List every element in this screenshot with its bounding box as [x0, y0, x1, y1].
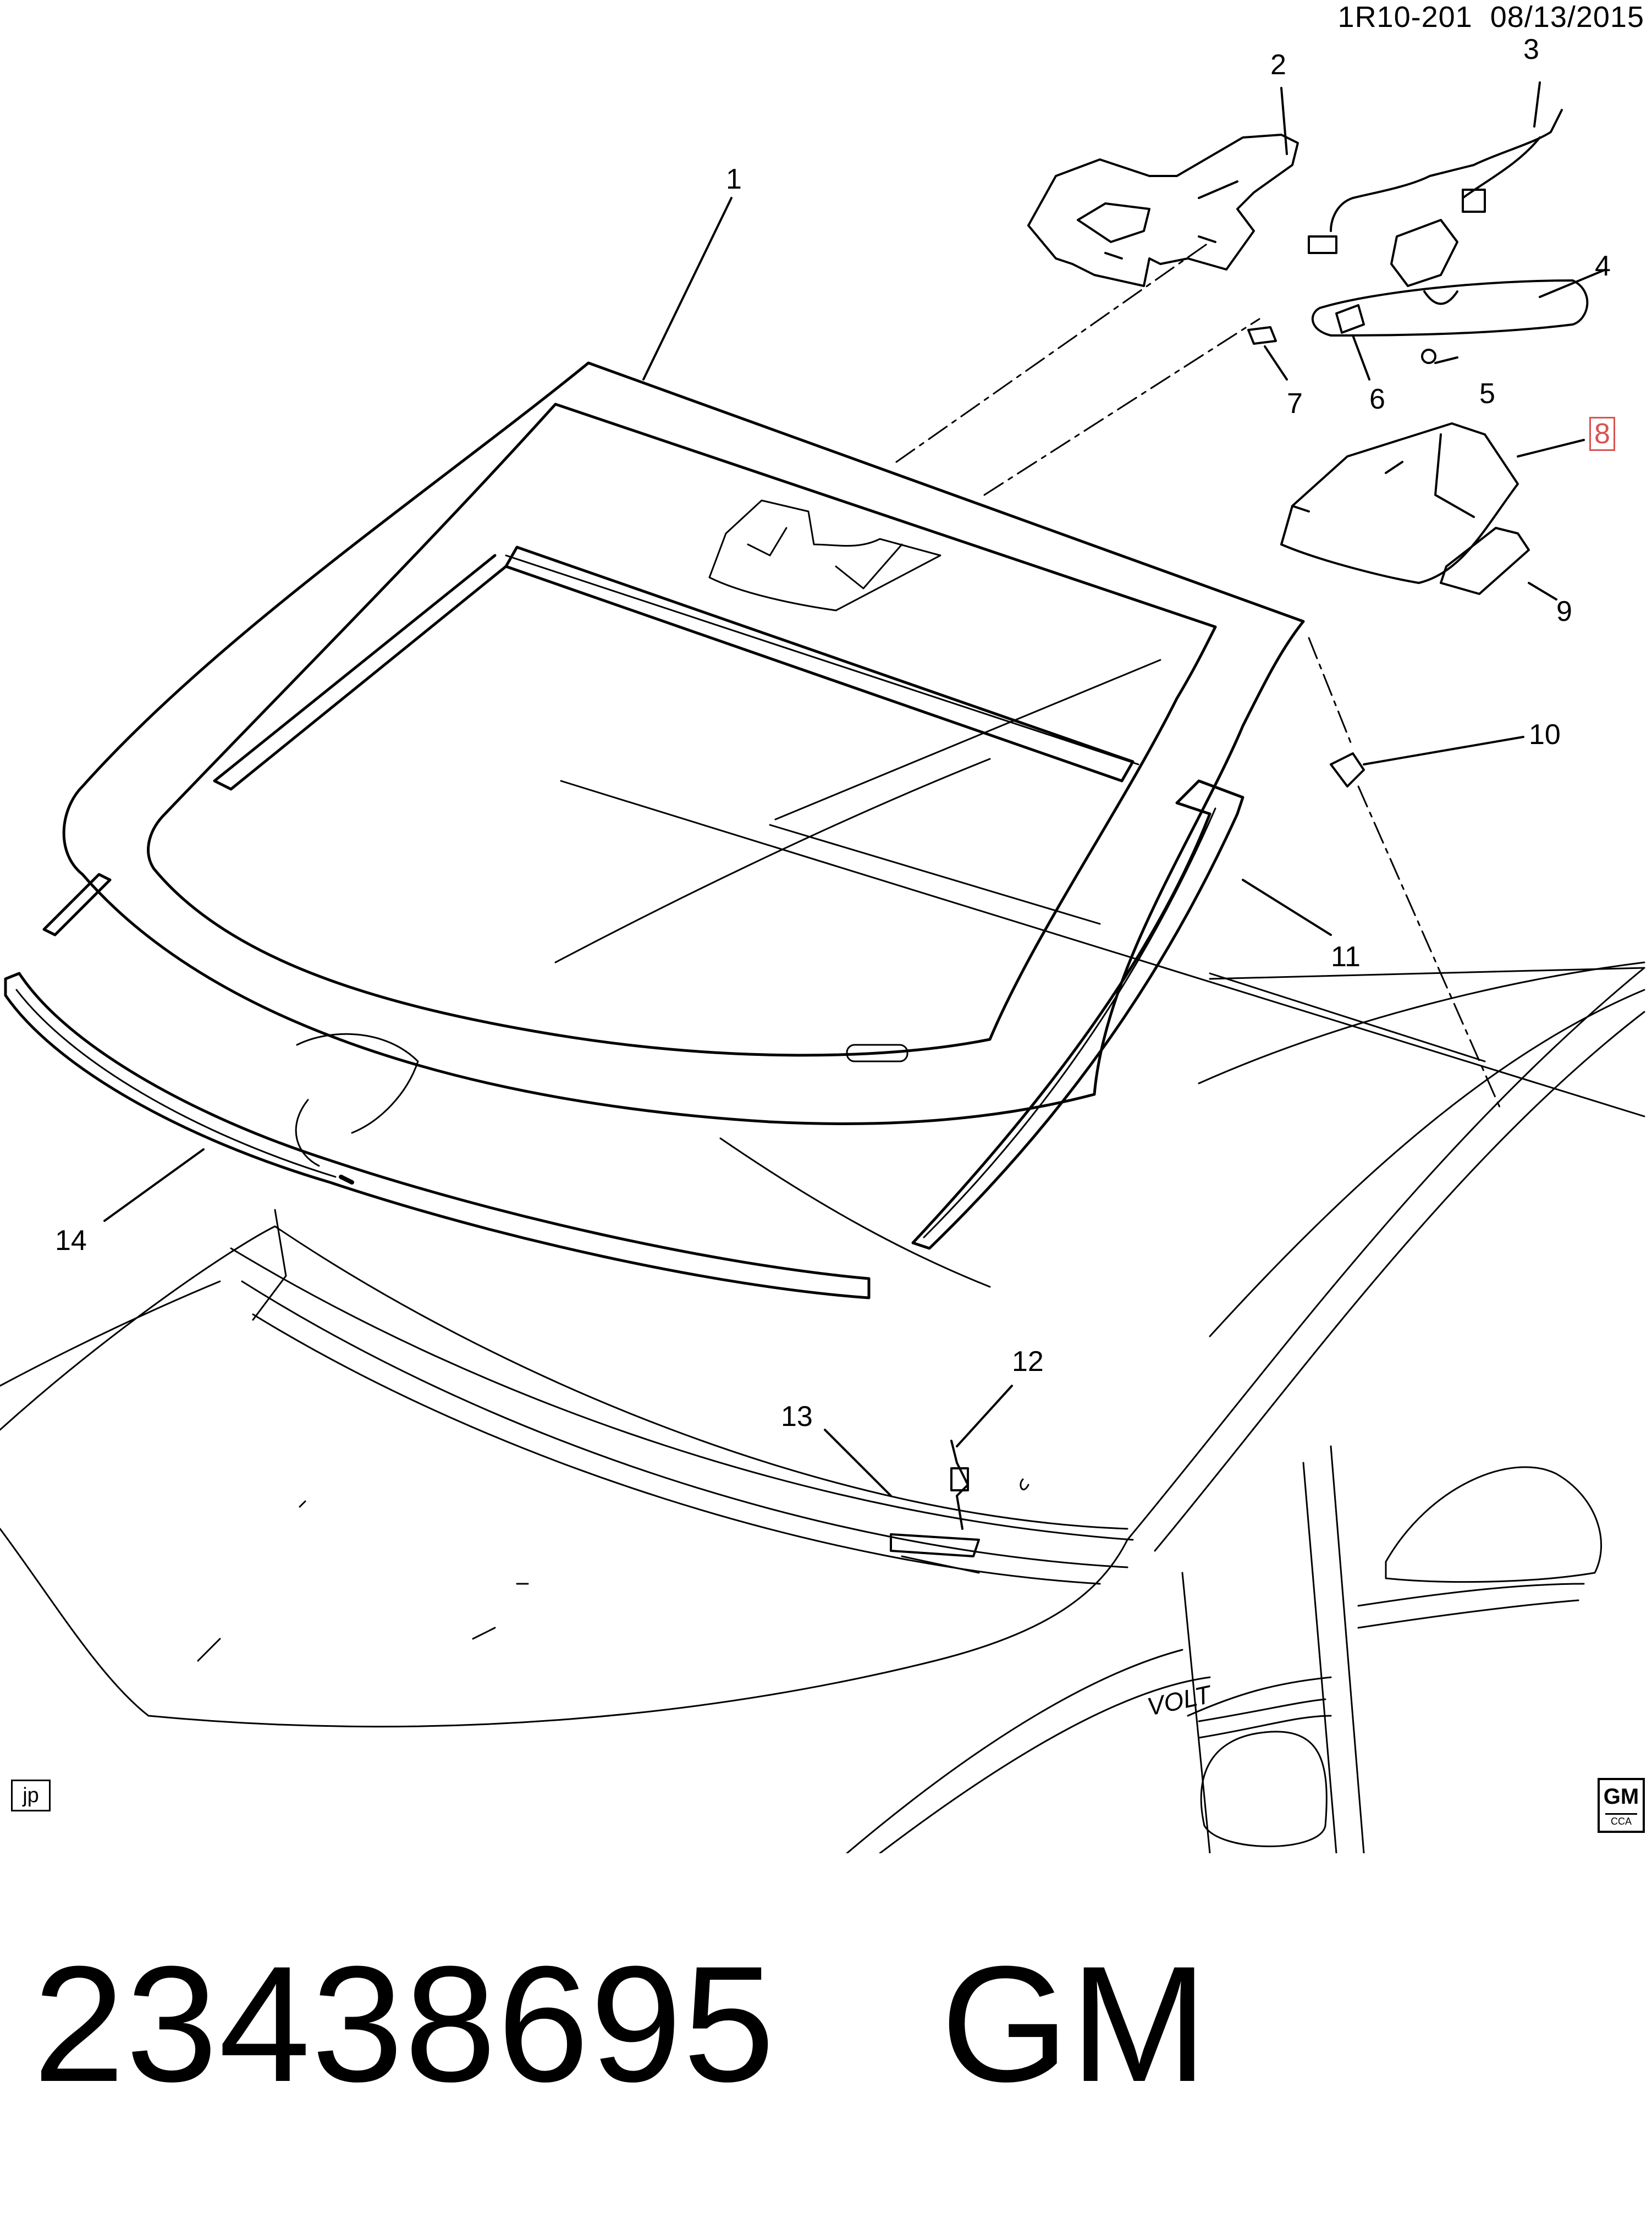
callout-13: 13: [781, 1401, 813, 1433]
callout-2: 2: [1270, 49, 1286, 81]
sensor-pad: [1440, 527, 1530, 595]
footer-brand: GM: [940, 1931, 1209, 2116]
leader-5: [1434, 356, 1458, 364]
leader-13: [824, 1429, 892, 1497]
part-number: 23438695: [33, 1931, 776, 2116]
reference-code: 1R10-201: [1337, 1, 1473, 34]
nozzle-seal: [890, 1533, 980, 1557]
mirror-bracket: [1027, 134, 1299, 287]
leader-7: [1264, 345, 1288, 381]
leader-2: [1280, 87, 1288, 155]
mirror-screw: [1421, 349, 1436, 364]
callout-3: 3: [1523, 34, 1539, 65]
leader-1: [642, 197, 733, 381]
callout-5: 5: [1479, 378, 1495, 410]
callout-11: 11: [1331, 941, 1361, 973]
leader-6: [1352, 334, 1370, 381]
windshield-glass: [62, 361, 1305, 1125]
callout-8-highlighted: 8: [1589, 417, 1615, 451]
callout-9: 9: [1556, 596, 1572, 627]
leader-9: [1528, 582, 1557, 601]
callout-12: 12: [1012, 1346, 1044, 1378]
leader-12: [956, 1385, 1013, 1447]
leader-4: [1539, 268, 1607, 298]
wiring-harness: [1308, 109, 1563, 254]
callout-4: 4: [1595, 250, 1611, 282]
callout-7: 7: [1287, 388, 1303, 420]
nozzle-bolt: [950, 1440, 969, 1530]
gm-logo-text: GM: [1603, 1785, 1639, 1809]
mirror-cover: [1335, 304, 1365, 334]
windshield-exploded-diagram: VOLT: [0, 81, 1645, 1853]
gm-cca-logo: GM CCA: [1598, 1778, 1645, 1833]
small-fastener-parts: [1247, 304, 1436, 364]
bracket-clip: [1247, 326, 1277, 345]
installation-guide-lines: [895, 241, 1502, 1112]
sensor-cover: [1280, 422, 1519, 584]
left-side-molding: [42, 873, 112, 937]
lower-molding: [4, 972, 871, 1299]
leader-8: [1517, 439, 1585, 458]
jp-tag: jp: [11, 1780, 51, 1811]
callout-14: 14: [55, 1225, 87, 1257]
volt-badge: VOLT: [1144, 1679, 1215, 1721]
leader-14: [103, 1148, 205, 1222]
washer-nozzle-assembly: [890, 1440, 980, 1574]
leader-lines: [103, 81, 1607, 1497]
callout-6: 6: [1369, 383, 1385, 415]
leader-3: [1533, 81, 1541, 128]
side-molding: [911, 779, 1244, 1250]
callout-10: 10: [1529, 719, 1561, 751]
reference-date: 08/13/2015: [1490, 1, 1644, 34]
leader-10: [1363, 736, 1524, 765]
leader-11: [1242, 879, 1332, 936]
callout-1: 1: [726, 163, 742, 195]
rearview-mirror: [1311, 219, 1589, 337]
upper-reveal-molding: [213, 546, 1135, 791]
diagram-reference-header: 1R10-201 08/13/2015: [1338, 0, 1644, 34]
retainer-clip: [1330, 752, 1365, 787]
vehicle-body: [0, 780, 1645, 1853]
cca-logo-text: CCA: [1605, 1813, 1637, 1827]
